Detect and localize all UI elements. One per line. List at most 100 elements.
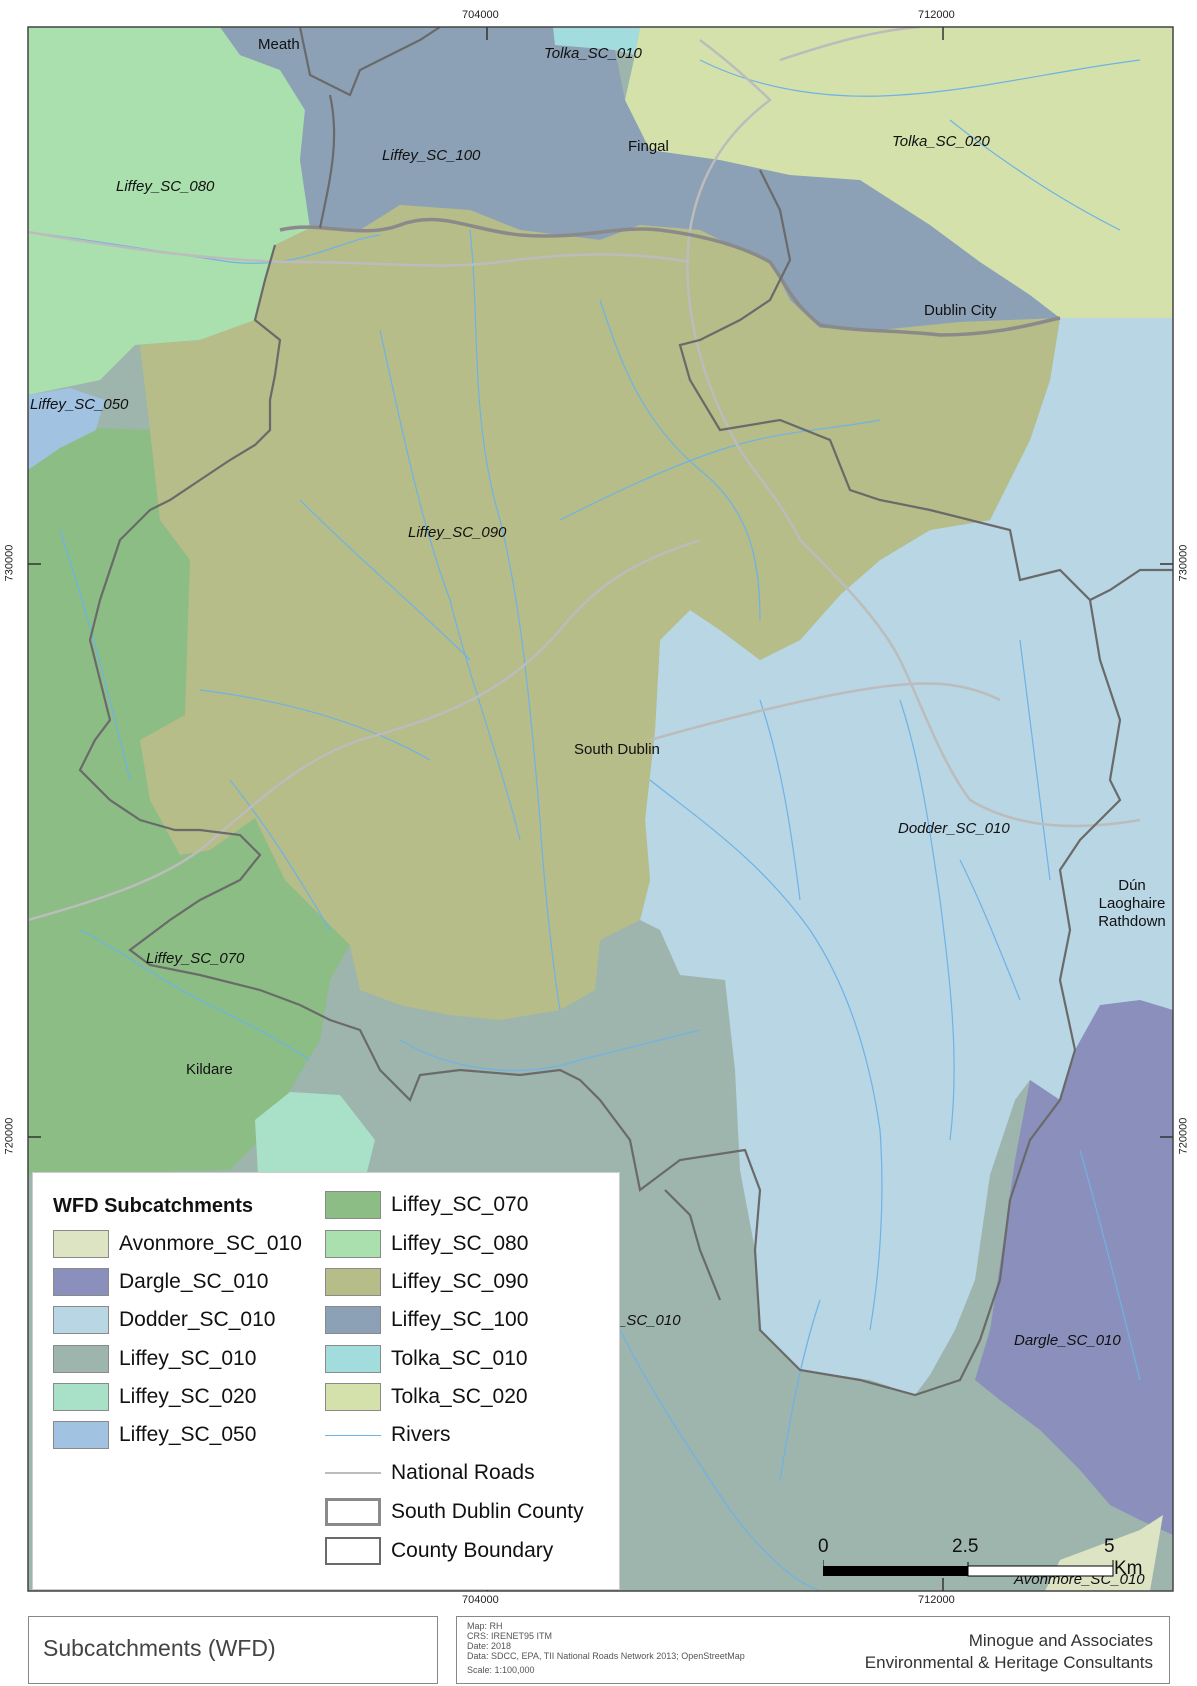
legend-item: Tolka_SC_020: [325, 1382, 528, 1412]
firm-subtitle: Environmental & Heritage Consultants: [864, 1653, 1153, 1672]
left-coord-730000: 730000: [3, 544, 16, 582]
legend-item: Liffey_SC_080: [325, 1229, 528, 1259]
region-tolka-sc-010: [553, 27, 640, 55]
scale-tick-5: 5: [1104, 1536, 1115, 1557]
legend-swatch: [53, 1383, 109, 1411]
label-rathdown: Rathdown: [1098, 913, 1166, 930]
label-dargle-sc-010: Dargle_SC_010: [1014, 1332, 1121, 1349]
legend-label: National Roads: [391, 1461, 535, 1484]
legend-swatch: [53, 1345, 109, 1373]
legend-item: Liffey_SC_010: [53, 1344, 256, 1374]
legend-label: Liffey_SC_100: [391, 1308, 529, 1331]
label-liffey-sc-070: Liffey_SC_070: [146, 950, 245, 967]
legend-label: Liffey_SC_020: [119, 1385, 257, 1408]
region-liffey-sc-080: [28, 27, 310, 395]
legend-swatch: [53, 1230, 109, 1258]
region-liffey-sc-050: [28, 388, 105, 470]
label-dodder-sc-010: Dodder_SC_010: [898, 820, 1010, 837]
legend-swatch: [325, 1383, 381, 1411]
legend-label: Tolka_SC_020: [391, 1385, 528, 1408]
region-liffey-sc-090: [140, 205, 1060, 1020]
legend-label: South Dublin County: [391, 1500, 584, 1523]
legend-line-rivers: [325, 1434, 381, 1436]
legend-label: Dargle_SC_010: [119, 1270, 269, 1293]
label-dun-laoghaire-rathdown: Dún Laoghaire Rathdown: [1092, 877, 1172, 931]
legend-label: Tolka_SC_010: [391, 1347, 528, 1370]
legend-swatch: [53, 1268, 109, 1296]
legend-label: Liffey_SC_010: [119, 1347, 257, 1370]
legend-item-roads: National Roads: [325, 1458, 535, 1488]
label-meath: Meath: [258, 36, 300, 53]
legend-item: Liffey_SC_070: [325, 1190, 528, 1220]
legend-line-roads: [325, 1472, 381, 1474]
legend-item-county-boundary: County Boundary: [325, 1536, 553, 1566]
meta-line: Data: SDCC, EPA, TII National Roads Netw…: [467, 1651, 745, 1661]
legend-swatch: [53, 1306, 109, 1334]
top-coord-704000: 704000: [462, 9, 499, 21]
scale-tick-0: 0: [818, 1536, 829, 1557]
top-coord-712000: 712000: [918, 9, 955, 21]
south-dublin-boundary: [279, 217, 1061, 337]
region-dodder-sc-010: [640, 318, 1173, 1395]
legend-item: Dodder_SC_010: [53, 1305, 275, 1335]
scale-tick-2-5: 2.5: [952, 1536, 979, 1557]
map-frame: [27, 26, 1174, 1592]
label-tolka-sc-010: Tolka_SC_010: [544, 45, 642, 62]
label-liffey-sc-100: Liffey_SC_100: [382, 147, 481, 164]
label-tolka-sc-020: Tolka_SC_020: [892, 133, 990, 150]
legend-item: Liffey_SC_020: [53, 1382, 256, 1412]
label-south-dublin: South Dublin: [574, 741, 660, 758]
legend-label: Liffey_SC_080: [391, 1232, 529, 1255]
legend-title: WFD Subcatchments: [53, 1195, 254, 1217]
label-liffey-sc-080: Liffey_SC_080: [116, 178, 215, 195]
label-laoghaire: Laoghaire: [1098, 895, 1166, 912]
county-boundary-layer: [78, 27, 1173, 1397]
legend-swatch: [325, 1268, 381, 1296]
legend-swatch: [325, 1191, 381, 1219]
legend-swatch: [325, 1230, 381, 1258]
label-kildare: Kildare: [186, 1061, 233, 1078]
label-liffey-sc-090: Liffey_SC_090: [408, 524, 507, 541]
bottom-coord-712000: 712000: [918, 1594, 955, 1606]
legend: WFD Subcatchments Avonmore_SC_010 Dargle…: [32, 1172, 620, 1590]
region-tolka-sc-020: [625, 27, 1173, 318]
scale-unit: Km: [1114, 1558, 1143, 1579]
legend-label: Liffey_SC_050: [119, 1423, 257, 1446]
legend-item-rivers: Rivers: [325, 1420, 451, 1450]
meta-line: Date: 2018: [467, 1641, 512, 1651]
legend-label: Rivers: [391, 1423, 451, 1446]
footer-title-box: Subcatchments (WFD): [28, 1616, 438, 1684]
meta-line: Map: RH: [467, 1621, 503, 1631]
firm-name: Minogue and Associates: [968, 1631, 1153, 1650]
legend-swatch: [325, 1306, 381, 1334]
right-coord-730000: 730000: [1177, 544, 1190, 582]
legend-swatch: [325, 1345, 381, 1373]
left-coord-720000: 720000: [3, 1117, 16, 1155]
region-dargle-sc-010: [975, 1000, 1173, 1535]
legend-swatch-county: [325, 1537, 381, 1565]
map-metadata: Map: RH CRS: IRENET95 ITM Date: 2018 Dat…: [467, 1621, 745, 1675]
meta-line: Scale: 1:100,000: [467, 1665, 535, 1675]
legend-label: County Boundary: [391, 1539, 554, 1562]
legend-label: Avonmore_SC_010: [119, 1232, 302, 1255]
legend-swatch: [53, 1421, 109, 1449]
label-liffey-sc-050: Liffey_SC_050: [30, 396, 129, 413]
region-liffey-sc-100: [220, 27, 1060, 330]
legend-item: Liffey_SC_090: [325, 1267, 528, 1297]
region-liffey-sc-070: [28, 428, 350, 1175]
map-footer: Subcatchments (WFD) Map: RH CRS: IRENET9…: [28, 1616, 1170, 1684]
rivers-layer: [28, 59, 1141, 1591]
legend-item: Tolka_SC_010: [325, 1344, 528, 1374]
footer-info-box: Map: RH CRS: IRENET95 ITM Date: 2018 Dat…: [456, 1616, 1170, 1684]
legend-item: Liffey_SC_100: [325, 1305, 528, 1335]
map-title: Subcatchments (WFD): [43, 1635, 276, 1661]
legend-label: Dodder_SC_010: [119, 1308, 276, 1331]
bottom-coord-704000: 704000: [462, 1594, 499, 1606]
legend-item: Liffey_SC_050: [53, 1420, 256, 1450]
label-fingal: Fingal: [628, 138, 669, 155]
legend-item: Dargle_SC_010: [53, 1267, 268, 1297]
national-roads-layer: [28, 27, 1141, 922]
right-coord-720000: 720000: [1177, 1117, 1190, 1155]
legend-item-south-dublin: South Dublin County: [325, 1497, 584, 1527]
